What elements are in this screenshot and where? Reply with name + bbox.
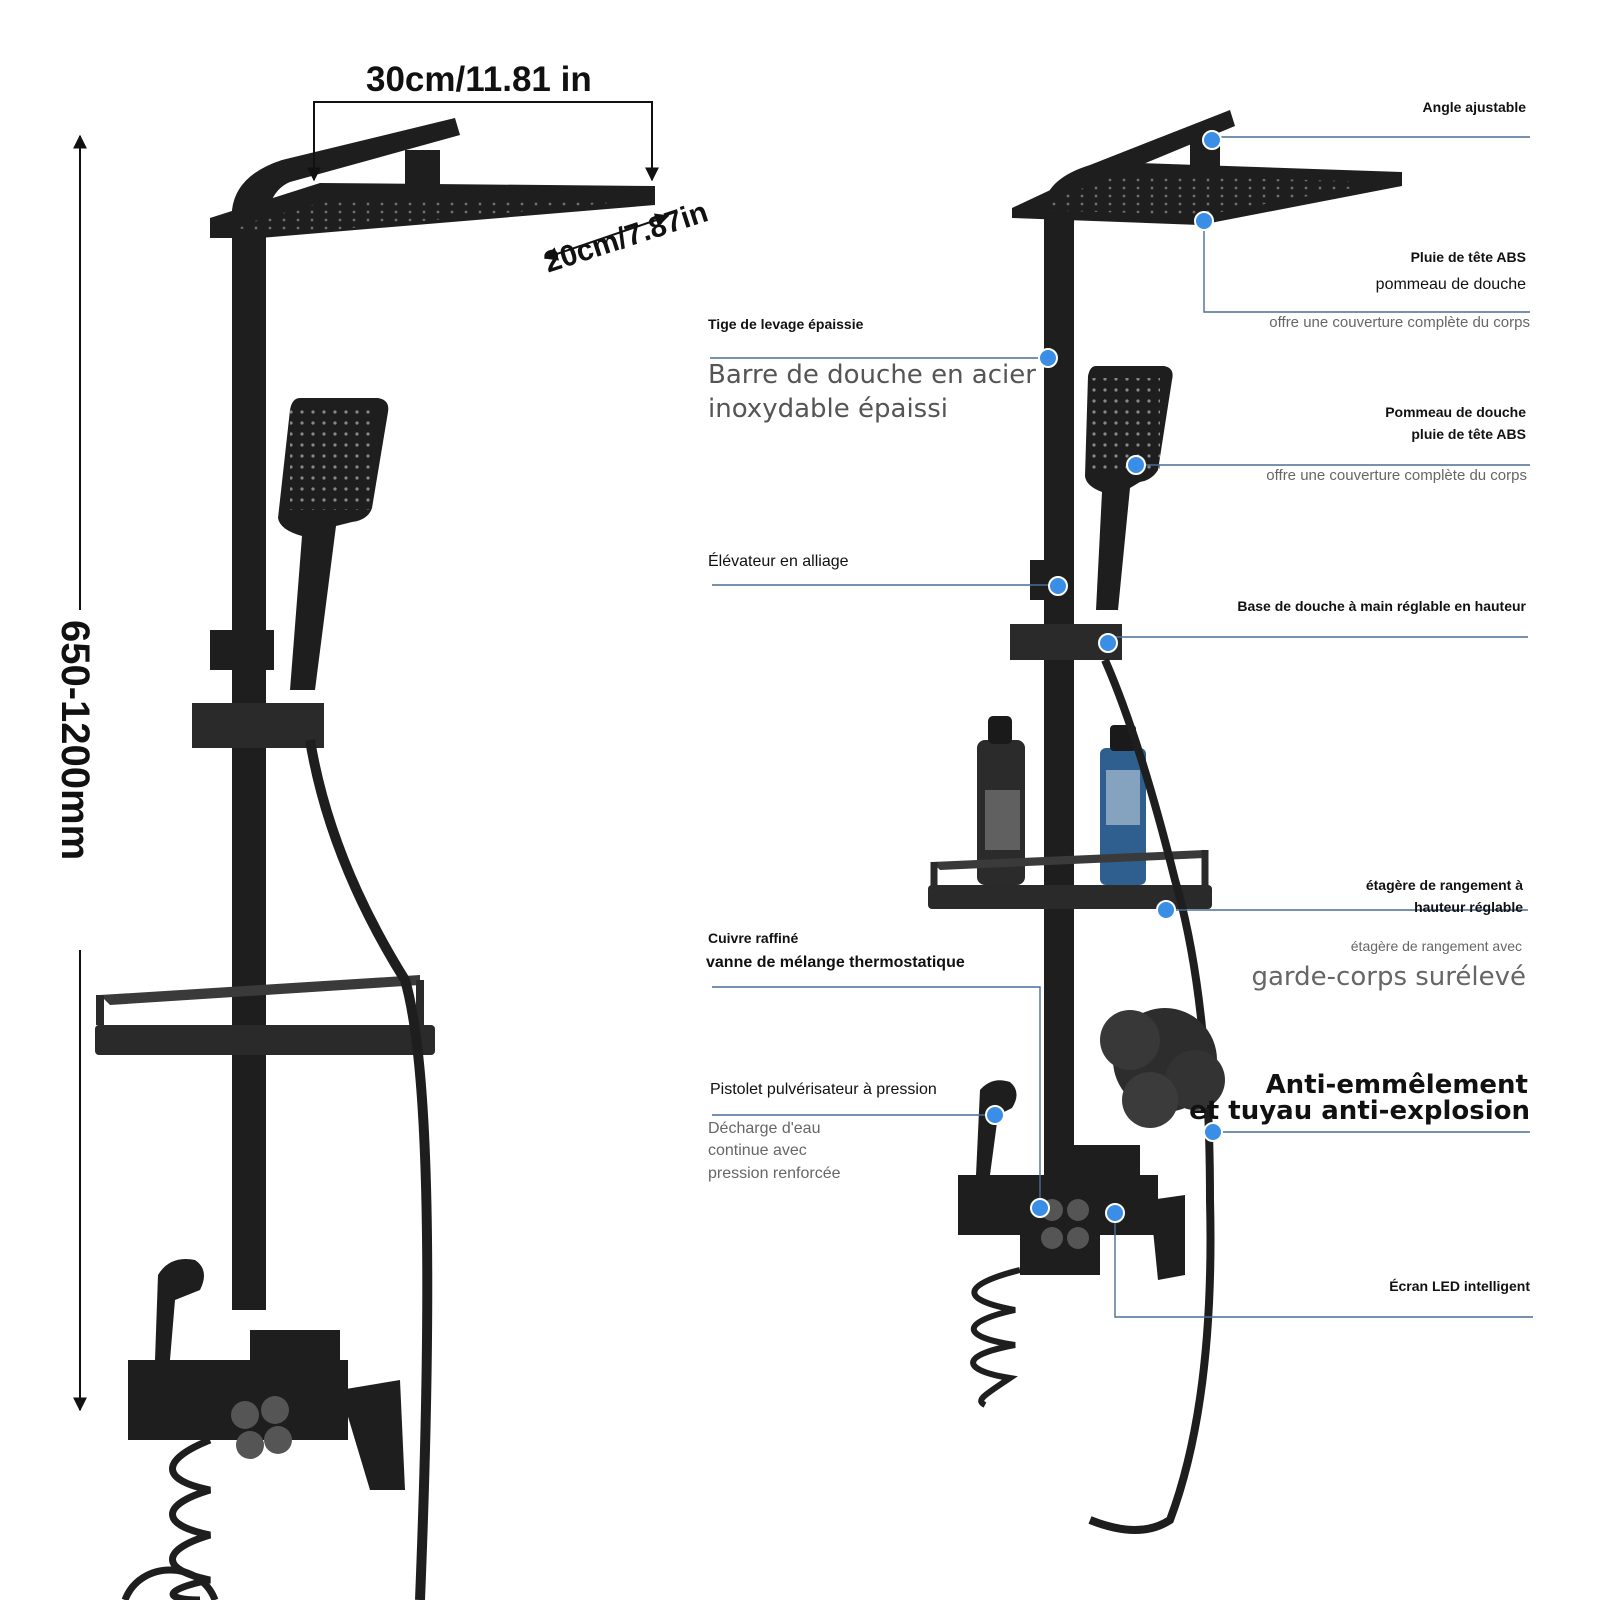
callout-spray-title: Pistolet pulvérisateur à pression [710,1081,937,1098]
dot-hand-shower [1126,455,1146,475]
callout-copper-2: vanne de mélange thermostatique [706,954,965,971]
left-mixer [128,1360,348,1440]
left-shelf [95,1025,435,1055]
dot-hand-base [1098,633,1118,653]
dimension-markers [73,101,670,1412]
left-shower-system [95,118,655,1600]
callout-dots [985,130,1223,1223]
leader-lines [710,136,1533,1318]
leader-rain-head [1203,221,1530,313]
right-shelf [928,885,1212,909]
dot-led [1105,1203,1125,1223]
left-sprayer [155,1259,204,1360]
callout-shelf-1: étagère de rangement à [1365,877,1523,893]
callout-spray-desc-3: pression renforcée [708,1165,841,1182]
callout-hand-2: pluie de tête ABS [1411,426,1526,442]
callout-rain-head-1: Pluie de tête ABS [1410,249,1526,265]
callout-shelf-desc-small: étagère de rangement avec [1350,938,1522,954]
left-shower-bar [232,230,266,1310]
callout-spray-desc-1: Décharge d'eau [708,1120,821,1137]
right-coil-hose [970,1267,1021,1408]
callout-shelf-2: hauteur réglable [1414,899,1523,915]
callout-rod-title: Tige de levage épaissie [708,316,864,332]
callout-rain-head-desc: offre une couverture complète du corps [1269,314,1530,331]
callout-spray-desc-2: continue avec [708,1142,807,1159]
left-hose [305,739,433,1600]
callout-hand-1: Pommeau de douche [1385,404,1526,420]
callout-copper-1: Cuivre raffiné [708,930,799,946]
right-shower-bar [1044,220,1074,1220]
left-coil-hose [169,1436,212,1600]
dot-rod [1038,348,1058,368]
loofah-sponge [1100,1008,1225,1128]
dot-alloy-lift [1048,576,1068,596]
callout-hand-base: Base de douche à main réglable en hauteu… [1237,598,1526,614]
callout-hose-2: et tuyau anti-explosion [1189,1096,1530,1126]
right-shower-system [928,110,1402,1534]
right-top-arm [1044,110,1235,225]
callout-alloy-lift: Élévateur en alliage [708,553,849,570]
dot-copper-valve [1030,1198,1050,1218]
callout-shelf-desc-big: garde-corps surélevé [1251,962,1527,992]
callout-angle: Angle ajustable [1422,99,1526,115]
leader-led [1114,1213,1533,1318]
left-holder [192,703,324,748]
dot-shelf [1156,900,1176,920]
leader-copper-valve [712,986,1041,1208]
dot-rain-head [1194,211,1214,231]
callout-hose-1: Anti-emmêlement [1265,1070,1528,1100]
dot-angle [1202,130,1222,150]
callout-rain-head-2: pommeau de douche [1375,276,1526,293]
right-sprayer [976,1080,1017,1175]
left-top-arm [232,118,460,232]
callout-rod-desc-2: inoxydable épaissi [708,394,948,424]
right-hose [1088,658,1215,1534]
depth-dimension-arrow [543,213,670,261]
width-dimension-bracket [307,101,659,182]
height-dimension-label: 650-1200mm [53,620,97,861]
dot-hose [1203,1122,1223,1142]
callout-rod-desc-1: Barre de douche en acier [708,360,1036,390]
callout-hand-desc: offre une couverture complète du corps [1266,467,1527,484]
dot-spray [985,1105,1005,1125]
width-dimension-label: 30cm/11.81 in [366,60,592,99]
callout-led: Écran LED intelligent [1389,1278,1530,1294]
